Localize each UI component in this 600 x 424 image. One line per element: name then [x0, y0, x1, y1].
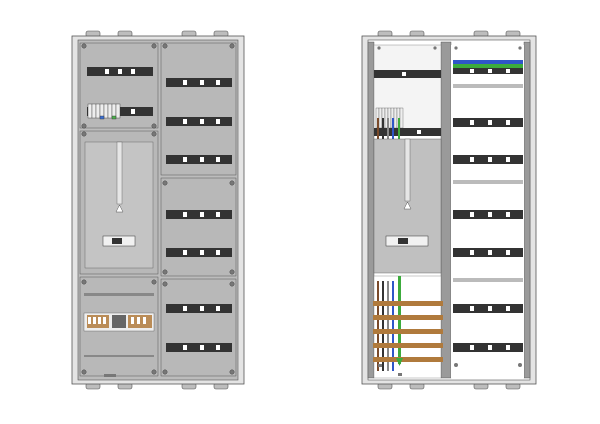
right-meter-section: [373, 138, 442, 274]
left-right-col-rails: [166, 78, 232, 352]
right-busbars: [373, 275, 443, 379]
cover-mid-right: [160, 177, 237, 277]
right-cabinet: [361, 30, 537, 390]
cover-bottom-right: [160, 278, 237, 377]
left-top-hinges: [85, 30, 229, 390]
right-top-left-area: [373, 44, 442, 140]
left-screws: [81, 43, 235, 375]
right-col-covers: [160, 42, 237, 377]
right-col-rails: [451, 45, 524, 378]
left-bottom-switchgear: [83, 293, 155, 377]
left-terminal-block: [87, 103, 121, 120]
left-cabinet: [71, 30, 245, 390]
meter-panel-details: [84, 141, 154, 269]
cover-top-right: [160, 42, 237, 176]
